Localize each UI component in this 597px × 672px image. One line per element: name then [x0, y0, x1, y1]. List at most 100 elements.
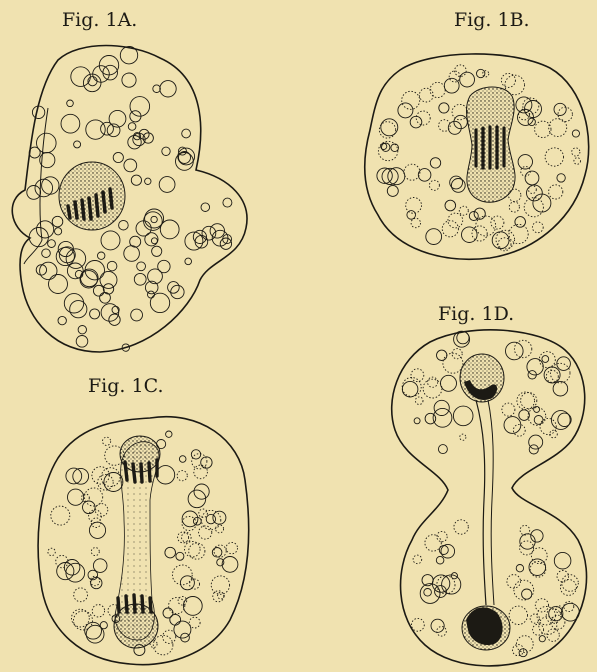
- vacuole: [407, 211, 416, 220]
- vacuole: [61, 114, 80, 133]
- caption-fig-1d: Fig. 1D.: [438, 303, 514, 325]
- vacuole: [113, 152, 123, 162]
- vacuole: [120, 47, 137, 64]
- vacuole: [453, 406, 473, 426]
- vacuole: [441, 375, 457, 391]
- vacuole: [134, 273, 146, 285]
- vacuole: [182, 533, 192, 543]
- vacuole: [179, 152, 191, 164]
- vacuole: [93, 559, 107, 573]
- cell-fig-1d: [392, 330, 587, 666]
- nucleus-1a: [59, 162, 125, 230]
- vacuole: [398, 103, 413, 118]
- vacuole: [29, 147, 40, 158]
- vacuole: [451, 179, 465, 193]
- vacuole: [454, 520, 468, 534]
- vacuole: [100, 271, 117, 288]
- vacuole: [71, 67, 91, 87]
- vacuole: [174, 621, 191, 638]
- vacuole: [32, 106, 44, 118]
- vacuole: [572, 148, 580, 156]
- vacuole: [412, 618, 425, 631]
- vacuole: [124, 159, 137, 172]
- vacuole: [183, 597, 202, 616]
- vacuole: [72, 609, 90, 627]
- vacuole: [119, 220, 129, 230]
- cell-fig-1c: [38, 417, 249, 665]
- vacuole: [502, 403, 515, 416]
- vacuole: [457, 332, 469, 344]
- daughter-nuclei-1d: [460, 354, 510, 650]
- vacuole: [145, 178, 151, 184]
- vacuole: [525, 171, 539, 185]
- vacuole: [180, 576, 194, 590]
- vacuole: [199, 526, 212, 539]
- vacuole: [516, 565, 523, 572]
- vacuole: [551, 411, 570, 430]
- vacuole: [168, 282, 180, 294]
- vacuole: [148, 291, 155, 298]
- vacuole: [416, 111, 430, 125]
- vacuole: [103, 284, 113, 294]
- vacuole: [150, 293, 169, 312]
- vacuole: [66, 468, 82, 484]
- vacuole: [560, 579, 576, 595]
- vacuole: [444, 78, 459, 93]
- vacuole: [163, 630, 176, 643]
- vacuole: [216, 525, 224, 533]
- vacuole: [404, 164, 420, 180]
- vacuole: [66, 249, 86, 269]
- vacuole: [177, 471, 187, 481]
- vacuole: [92, 605, 104, 617]
- vacuole: [554, 103, 566, 115]
- vacuole: [410, 116, 422, 128]
- vacuole: [434, 400, 449, 415]
- vacuole: [557, 174, 565, 182]
- vacuole: [226, 542, 237, 553]
- vacuole: [42, 177, 59, 194]
- vacuole: [185, 258, 192, 265]
- vacuole: [89, 522, 105, 538]
- vacuole: [532, 222, 543, 233]
- vacuole: [76, 336, 88, 348]
- vacuole: [504, 417, 521, 434]
- vacuole: [459, 206, 468, 215]
- vacuole: [160, 220, 179, 239]
- vacuole: [165, 547, 176, 558]
- vacuole: [424, 589, 432, 597]
- vacuole: [131, 175, 141, 185]
- vacuole: [437, 350, 447, 360]
- cell-membrane-1a: [12, 46, 247, 353]
- vacuole: [64, 560, 80, 576]
- vacuole: [572, 130, 579, 137]
- vacuole: [74, 588, 88, 602]
- vacuole: [534, 406, 540, 412]
- vacuole: [554, 552, 571, 569]
- vacuole: [517, 392, 535, 410]
- vacuole: [531, 548, 547, 564]
- vacuole: [91, 548, 99, 556]
- vacuole: [55, 228, 62, 235]
- vacuole: [402, 381, 418, 397]
- vacuole: [402, 91, 420, 109]
- vacuole: [522, 589, 532, 599]
- vacuole: [201, 203, 210, 212]
- vacuole: [454, 115, 467, 128]
- vacuole: [509, 202, 519, 212]
- vacuole: [519, 649, 527, 657]
- vacuole: [169, 598, 185, 614]
- vacuole: [73, 468, 89, 484]
- vacuole: [193, 230, 206, 243]
- vacuole: [516, 636, 533, 653]
- vacuole: [153, 635, 173, 655]
- vacuole: [431, 619, 444, 632]
- vacuole: [413, 555, 422, 564]
- vacuole: [402, 378, 421, 397]
- vacuole: [64, 294, 83, 313]
- vacuole: [66, 563, 85, 582]
- vacuole: [438, 445, 447, 454]
- vacuole: [549, 185, 563, 199]
- caption-fig-1c: Fig. 1C.: [88, 375, 164, 397]
- vacuole: [387, 185, 398, 196]
